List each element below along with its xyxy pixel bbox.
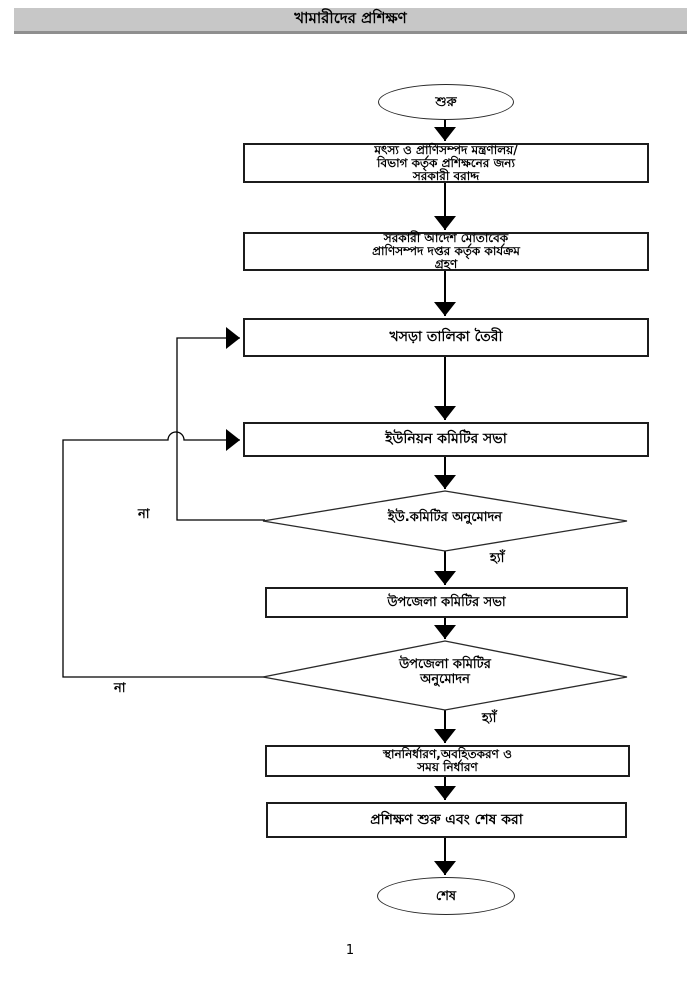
end-terminator: শেষ: [377, 877, 515, 915]
process-step-upazila-committee-meeting: উপজেলা কমিটির সভা: [265, 587, 628, 618]
no-label-decision2: না: [114, 681, 126, 696]
feedback-decision1-no-to-step3: [176, 327, 265, 521]
process-step-union-committee-meeting: ইউনিয়ন কমিটির সভা: [243, 422, 649, 457]
decision-text-line: ইউ.কমিটির অনুমোদন: [387, 510, 503, 525]
decision-2-diamond: [262, 640, 628, 711]
step-text-line: সরকারী বরাদ্দ: [412, 168, 480, 183]
step-text-line: স্থাননির্ধারণ,অবহিতকরণ ও: [383, 747, 512, 761]
step-text-line: সময় নির্ধারণ: [417, 760, 478, 774]
yes-label-decision2: হ্যাঁ: [482, 711, 497, 726]
start-terminator: শুরু: [378, 84, 514, 120]
step-text-line: উপজেলা কমিটির সভা: [387, 595, 506, 610]
decision-2-label: উপজেলা কমিটির অনুমোদন: [345, 657, 545, 687]
step-text-line: প্রশিক্ষণ শুরু এবং শেষ করা: [370, 811, 523, 828]
decision-1-diamond: [262, 490, 628, 552]
step-text-line: বিভাগ কর্তৃক প্রশিক্ষনের জন্য: [377, 155, 515, 170]
feedback-decision2-no-to-step4: [62, 429, 265, 678]
decision-1-label: ইউ.কমিটির অনুমোদন: [295, 510, 595, 525]
page-number: 1: [345, 943, 355, 958]
step-text-line: ইউনিয়ন কমিটির সভা: [385, 431, 507, 447]
decision-text-line: উপজেলা কমিটির: [399, 657, 491, 672]
step-text-line: প্রাণিসম্পদ দপ্তর কর্তৃক কার্যক্রম: [372, 244, 520, 258]
step-text-line: মৎস্য ও প্রাণিসম্পদ মন্ত্রণালয়/: [374, 142, 518, 157]
process-step-govt-allocation: মৎস্য ও প্রাণিসম্পদ মন্ত্রণালয়/ বিভাগ ক…: [243, 143, 649, 183]
no-label-decision1: না: [138, 507, 150, 522]
step-text-line: খসড়া তালিকা তৈরী: [389, 329, 503, 345]
step-text-line: গ্রহণ: [434, 257, 458, 271]
header-bar: খামারীদের প্রশিক্ষণ: [14, 8, 687, 34]
decision-text-line: অনুমোদন: [420, 672, 470, 687]
step-text-line: সরকারী আদেশ মোতাবেক: [383, 231, 509, 245]
process-step-training-start-end: প্রশিক্ষণ শুরু এবং শেষ করা: [266, 802, 627, 838]
process-step-venue-time: স্থাননির্ধারণ,অবহিতকরণ ও সময় নির্ধারণ: [265, 745, 630, 777]
end-label: শেষ: [435, 888, 457, 904]
page-title: খামারীদের প্রশিক্ষণ: [294, 9, 407, 27]
process-step-draft-list: খসড়া তালিকা তৈরী: [243, 318, 649, 357]
yes-label-decision1: হ্যাঁ: [490, 551, 505, 566]
start-label: শুরু: [435, 94, 457, 110]
process-step-dept-action: সরকারী আদেশ মোতাবেক প্রাণিসম্পদ দপ্তর কর…: [243, 232, 649, 271]
